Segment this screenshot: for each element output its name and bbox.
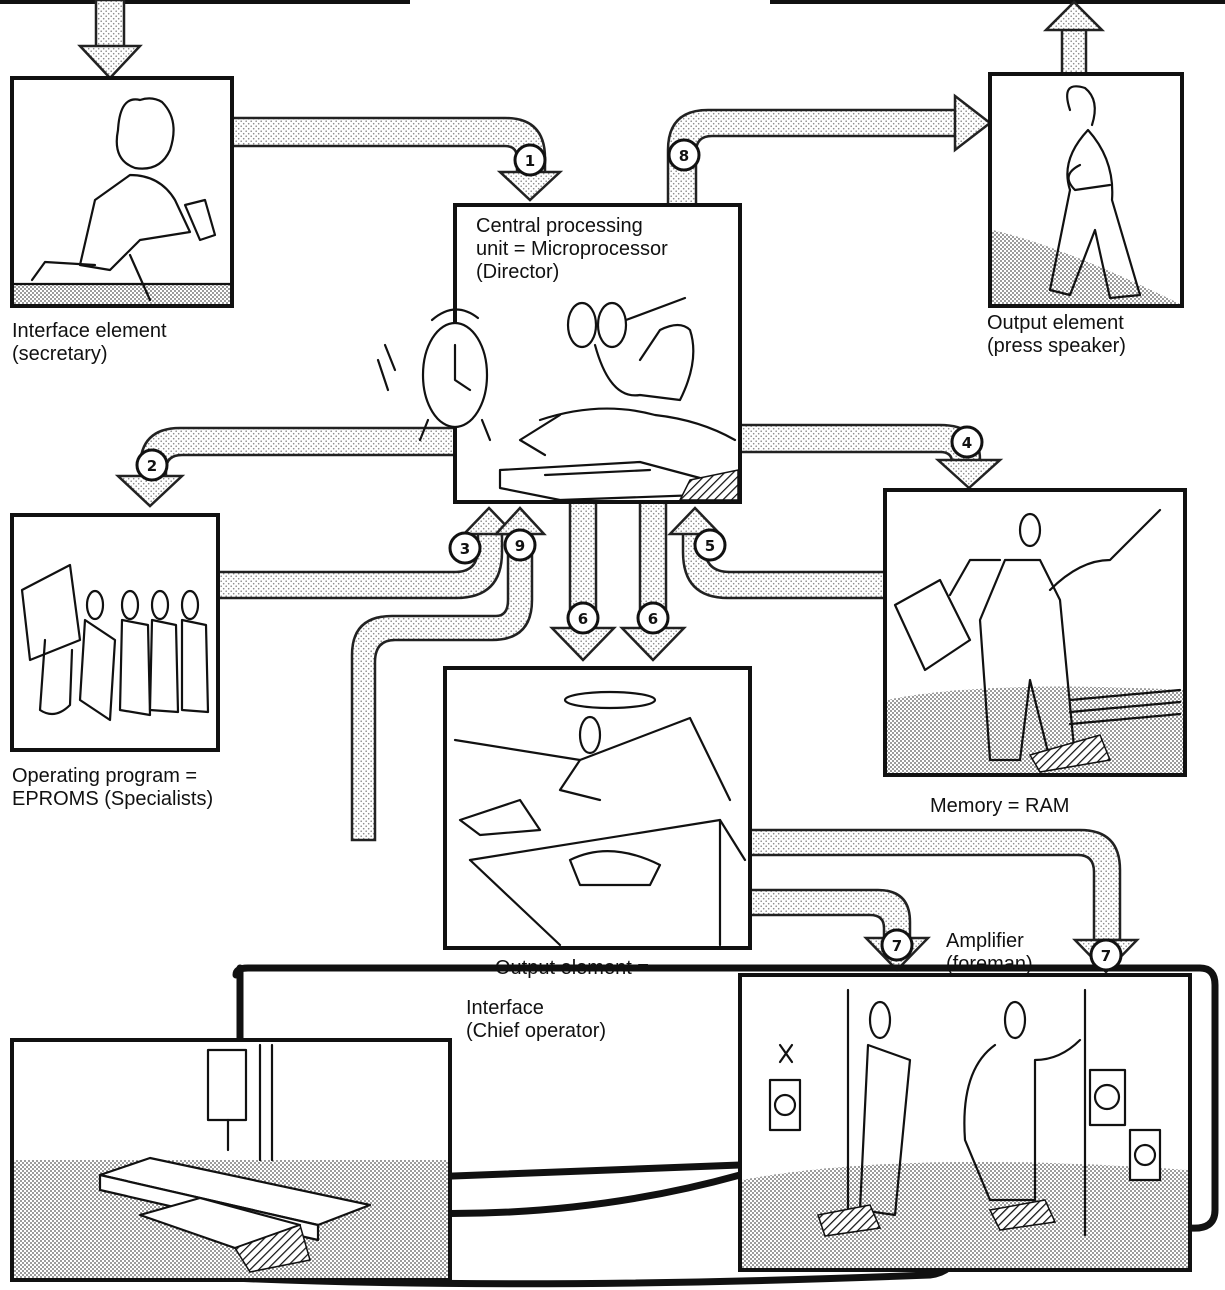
caption-amplifier: Amplifier (foreman) <box>946 930 1033 976</box>
badge-1-label: 1 <box>525 152 535 170</box>
caption-interface-element: Interface element (secretary) <box>12 320 167 366</box>
badge-5: 5 <box>695 530 725 560</box>
flow-pipe-8 <box>668 96 990 205</box>
badge-4-label: 4 <box>962 434 972 452</box>
caption-operating-program: Operating program = EPROMS (Specialists) <box>12 765 213 811</box>
output-arrow-up <box>1046 2 1102 74</box>
badge-6b-label: 6 <box>648 610 658 628</box>
badge-7a: 7 <box>882 930 912 960</box>
badge-7b: 7 <box>1091 940 1121 970</box>
badge-3-label: 3 <box>460 540 470 558</box>
panel-output-speaker <box>990 74 1182 306</box>
badge-6a-label: 6 <box>578 610 588 628</box>
caption-output-interface-title: Output element = <box>495 957 649 980</box>
badge-4: 4 <box>952 427 982 457</box>
badge-9-label: 9 <box>515 537 525 555</box>
input-arrow <box>80 0 140 78</box>
badge-6a: 6 <box>568 603 598 633</box>
badge-7b-label: 7 <box>1101 947 1111 965</box>
caption-cpu: Central processing unit = Microprocessor… <box>476 215 668 284</box>
badge-2-label: 2 <box>147 457 157 475</box>
caption-memory: Memory = RAM <box>930 795 1069 818</box>
flow-pipe-6a <box>552 500 614 660</box>
badge-8-label: 8 <box>679 147 689 165</box>
caption-output-element-speaker: Output element (press speaker) <box>987 312 1126 358</box>
panel-memory <box>885 490 1185 775</box>
flow-pipe-1 <box>232 118 560 200</box>
flow-pipe-6b <box>622 500 684 660</box>
flow-pipe-2 <box>118 428 455 506</box>
badge-2: 2 <box>137 450 167 480</box>
badge-3: 3 <box>450 533 480 563</box>
badge-1: 1 <box>515 145 545 175</box>
caption-output-interface-detail: Interface (Chief operator) <box>466 997 606 1043</box>
badge-7a-label: 7 <box>892 937 902 955</box>
panel-operating-program <box>12 515 218 750</box>
panel-machine-tool <box>12 1040 450 1280</box>
panel-chief-operator <box>445 668 750 948</box>
panel-amplifier <box>740 975 1190 1270</box>
badge-9: 9 <box>505 530 535 560</box>
badge-8: 8 <box>669 140 699 170</box>
panel-interface-element <box>12 78 232 306</box>
badge-6b: 6 <box>638 603 668 633</box>
badge-5-label: 5 <box>705 537 715 555</box>
